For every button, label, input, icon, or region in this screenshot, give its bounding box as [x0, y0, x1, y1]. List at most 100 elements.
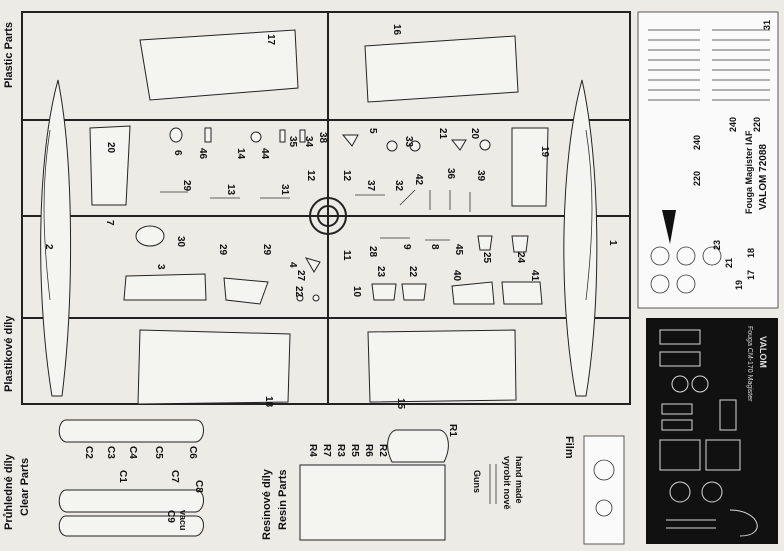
canopy-frame-24: [371, 283, 397, 301]
fin-20: [89, 125, 131, 206]
part-number: 25: [481, 252, 492, 264]
wing-18: [139, 29, 299, 101]
clear-part-label: C4: [127, 446, 138, 459]
part-number: 13: [225, 184, 236, 196]
part-number: 31: [279, 184, 290, 196]
part-number: 27: [295, 270, 306, 282]
part-number: 34: [303, 136, 314, 148]
part-number: 10: [351, 286, 362, 298]
clear-part-label: C9: [165, 510, 176, 523]
guns-group: Guns vyrobit nově hand made: [472, 456, 524, 510]
clear-part-label: C8: [193, 480, 204, 493]
pe-model: Fouga CM-170 Magister: [746, 326, 753, 402]
fin-19: [511, 127, 549, 207]
photo-etched-fret: VALOM Fouga CM-170 Magister: [646, 318, 778, 544]
canopy-frame-23: [401, 283, 427, 301]
part-number: 22: [407, 266, 418, 278]
resin-parts-group: Resinové díly Resin Parts R4 R7 R3 R5 R6…: [261, 424, 458, 541]
part-number: 32: [393, 180, 404, 192]
part-40: [451, 281, 495, 305]
resin-title-en: Resin Parts: [277, 469, 289, 530]
clear-part-label: C3: [105, 446, 116, 459]
part-number: 19: [539, 146, 550, 158]
film-label: Film: [563, 436, 575, 459]
part-number: 45: [453, 244, 464, 256]
part-number: 29: [217, 244, 228, 256]
decal-number: 23: [712, 240, 722, 250]
part-number: 22: [293, 286, 304, 298]
decal-sheet: 240 220 240 220 VALOM 72088 Fouga Magist…: [637, 11, 779, 309]
guns-note-en: hand made: [514, 456, 524, 504]
vacu-note: vacu: [178, 510, 188, 531]
decal-number: 18: [746, 248, 756, 258]
resin-part-label: R1: [447, 424, 458, 437]
clear-title-cz: Průhledné díly: [3, 453, 15, 530]
decal-number: 220: [752, 117, 762, 132]
part-number: 21: [437, 128, 448, 140]
part-number: 12: [341, 170, 352, 182]
part-number: 35: [287, 136, 298, 148]
part-number: 11: [341, 250, 352, 261]
part-number: 17: [265, 34, 276, 46]
part-number: 24: [515, 252, 526, 264]
decal-number: 240: [728, 117, 738, 132]
clear-part-label: C2: [83, 446, 94, 459]
part-number: 1: [607, 240, 618, 246]
part-number: 23: [375, 266, 386, 278]
part-number: 29: [261, 244, 272, 256]
part-number: 36: [445, 168, 456, 180]
part-number: 33: [403, 136, 414, 148]
resin-part-label: R7: [321, 444, 332, 457]
decal-brand: VALOM 72088: [758, 144, 769, 210]
part-number: 46: [197, 148, 208, 160]
part-number: 12: [305, 170, 316, 182]
part-41: [501, 281, 543, 305]
seat-7: [135, 225, 165, 247]
part-number: 44: [259, 148, 270, 160]
part-number: 20: [469, 128, 480, 140]
resin-part-label: R6: [363, 444, 374, 457]
wing-16: [364, 35, 519, 103]
resin-part-label: R3: [335, 444, 346, 457]
part-number: 7: [104, 220, 115, 226]
film-group: Film: [563, 435, 625, 545]
clear-title-en: Clear Parts: [19, 458, 31, 516]
decal-number: 240: [692, 135, 702, 150]
clear-part-label: C1: [117, 470, 128, 483]
part-number: 14: [235, 148, 246, 160]
part-46: [223, 277, 269, 305]
part-number: 8: [429, 244, 440, 250]
part-number: 20: [105, 142, 116, 154]
resin-part-label: R4: [307, 444, 318, 457]
guns-label: Guns: [472, 470, 482, 493]
part-number: 5: [367, 128, 378, 134]
fuselage-left: [40, 79, 72, 397]
resin-part-label: R2: [377, 444, 388, 457]
part-number: 38: [317, 132, 328, 144]
part-number: 9: [401, 244, 412, 250]
part-number: 3: [155, 264, 166, 270]
plastic-sprue: [21, 11, 631, 405]
part-3: [123, 273, 207, 301]
part-number: 2: [43, 244, 54, 250]
decal-number: 19: [734, 280, 744, 290]
wing-15: [367, 329, 517, 403]
part-number: 37: [365, 180, 376, 192]
sprue-title-cz: Plastikové díly: [3, 315, 15, 392]
clear-parts-group: Průhledné díly Clear Parts C2 C3 C4 C5 C…: [3, 419, 204, 537]
part-number: 40: [451, 270, 462, 282]
clear-part-label: C5: [153, 446, 164, 459]
part-number: 42: [413, 174, 424, 186]
guns-note-cz: vyrobit nově: [502, 456, 512, 510]
part-number: 28: [367, 246, 378, 258]
wing-17: [137, 329, 291, 405]
decal-number: 17: [746, 270, 756, 280]
decal-number: 220: [692, 171, 702, 186]
sprue-title-en: Plastic Parts: [3, 22, 15, 88]
part-number: 6: [172, 150, 183, 156]
decal-number: 31: [762, 20, 772, 30]
part-numbers: 17 16 18 15 2 1 20 19 3 7 6 46 14 44 35 …: [43, 24, 618, 410]
small-parts: [160, 127, 529, 302]
